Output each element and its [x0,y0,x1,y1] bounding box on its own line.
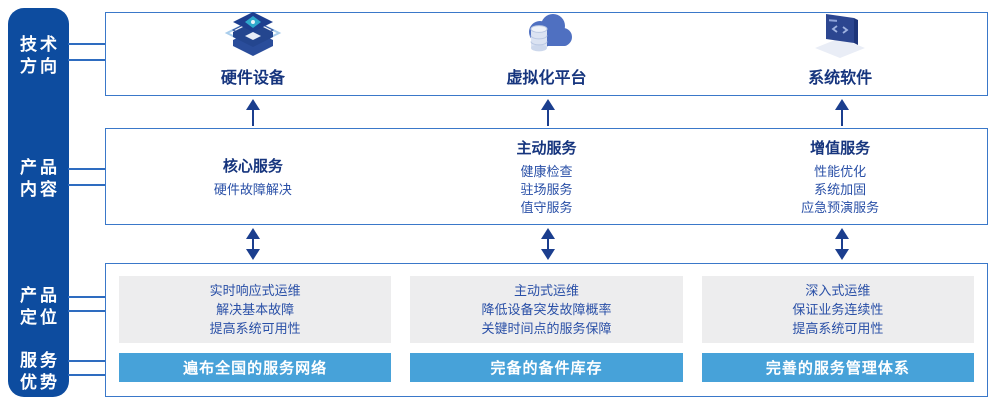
service-item: 健康检查 [520,163,573,179]
connector-line [68,296,106,298]
positioning-line: 主动式运维 [513,282,579,298]
service-item: 系统加固 [814,181,867,197]
sidebar-label-line: 定位 [20,308,60,327]
product-content-panel: 核心服务 硬件故障解决 主动服务 健康检查 驻场服务 值守服务 增值服务 性能优… [105,128,988,225]
sidebar-label-line: 内容 [20,180,60,199]
service-item: 性能优化 [814,163,867,179]
service-column-header: 核心服务 [222,157,283,175]
positioning-column: 实时响应式运维 解决基本故障 提高系统可用性 遍布全国的服务网络 [119,276,392,382]
arrow-up-icon [246,99,260,126]
positioning-card: 实时响应式运维 解决基本故障 提高系统可用性 [119,276,392,343]
code-window-icon [811,10,869,63]
sidebar-label-line: 优势 [20,373,60,392]
positioning-column: 主动式运维 降低设备突发故障概率 关键时间点的服务保障 完备的备件库存 [410,276,683,382]
connector-line [68,184,106,186]
positioning-line: 降低设备突发故障概率 [481,301,612,317]
service-column-active: 主动服务 健康检查 驻场服务 值守服务 [400,129,694,224]
service-column-core: 核心服务 硬件故障解决 [106,129,400,224]
tech-item-virtualization: 虚拟化平台 [400,13,694,95]
connector-line [68,310,106,312]
tech-item-label: 硬件设备 [220,70,285,87]
tech-item-label: 虚拟化平台 [506,70,587,87]
positioning-line: 保证业务连续性 [792,301,884,317]
advantage-banner: 完善的服务管理体系 [701,352,974,382]
tech-item-hardware: 硬件设备 [106,10,400,95]
sidebar-label-line: 产品 [20,286,60,305]
connector-line [68,374,106,376]
positioning-line: 实时响应式运维 [209,282,301,298]
connector-line [68,59,106,61]
service-item: 应急预演服务 [801,199,880,215]
sidebar-label-line: 方向 [20,57,60,76]
arrow-up-icon [835,99,849,126]
sidebar-item-product-content: 产品 内容 [8,157,69,201]
sidebar-item-service-advantage: 服务 优势 [8,350,69,394]
sidebar: 技术 方向 产品 内容 产品 定位 服务 优势 [8,8,69,397]
product-positioning-panel: 实时响应式运维 解决基本故障 提高系统可用性 遍布全国的服务网络 主动式运维 降… [105,263,988,397]
positioning-card: 深入式运维 保证业务连续性 提高系统可用性 [701,276,974,343]
tech-item-label: 系统软件 [808,70,873,87]
service-item: 值守服务 [520,199,573,215]
positioning-line: 提高系统可用性 [792,320,884,336]
service-column-header: 增值服务 [810,139,871,157]
connector-line [68,168,106,170]
service-column-header: 主动服务 [516,139,577,157]
sidebar-item-product-positioning: 产品 定位 [8,285,69,329]
advantage-banner: 完备的备件库存 [410,352,683,382]
service-column-value-added: 增值服务 性能优化 系统加固 应急预演服务 [693,129,987,224]
positioning-column: 深入式运维 保证业务连续性 提高系统可用性 完善的服务管理体系 [701,276,974,382]
sidebar-label-line: 服务 [20,351,60,370]
positioning-line: 解决基本故障 [216,301,295,317]
positioning-card: 主动式运维 降低设备突发故障概率 关键时间点的服务保障 [410,276,683,343]
advantage-banner: 遍布全国的服务网络 [119,352,392,382]
service-item: 驻场服务 [520,181,573,197]
sidebar-item-tech-direction: 技术 方向 [8,34,69,78]
tech-item-system-software: 系统软件 [693,13,987,95]
sidebar-label-line: 技术 [20,35,60,54]
arrow-up-down-icon [541,228,555,260]
positioning-line: 深入式运维 [805,282,871,298]
server-stack-icon [224,10,282,63]
connector-line [68,43,106,45]
positioning-line: 提高系统可用性 [209,320,301,336]
positioning-line: 关键时间点的服务保障 [481,320,612,336]
service-item: 硬件故障解决 [213,181,292,197]
connector-line [68,360,106,362]
cloud-database-icon [518,10,576,63]
arrow-up-down-icon [835,228,849,260]
arrow-up-down-icon [246,228,260,260]
sidebar-label-line: 产品 [20,158,60,177]
arrow-up-icon [541,99,555,126]
tech-direction-panel: 硬件设备 [105,12,988,96]
